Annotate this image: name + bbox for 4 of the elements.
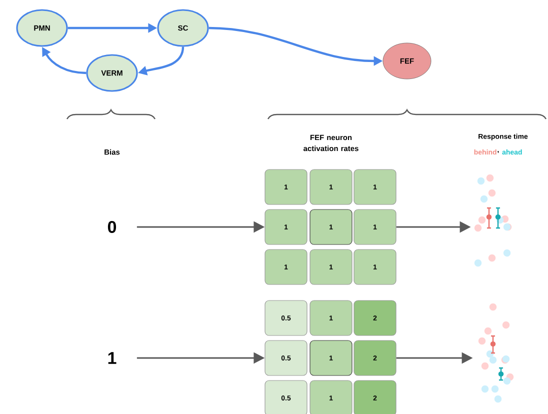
scatter-plot-drawing <box>478 303 514 403</box>
bias-value: 0 <box>108 220 116 234</box>
bias-value: 1 <box>108 352 116 364</box>
scatter-plot-drawing <box>474 174 512 267</box>
